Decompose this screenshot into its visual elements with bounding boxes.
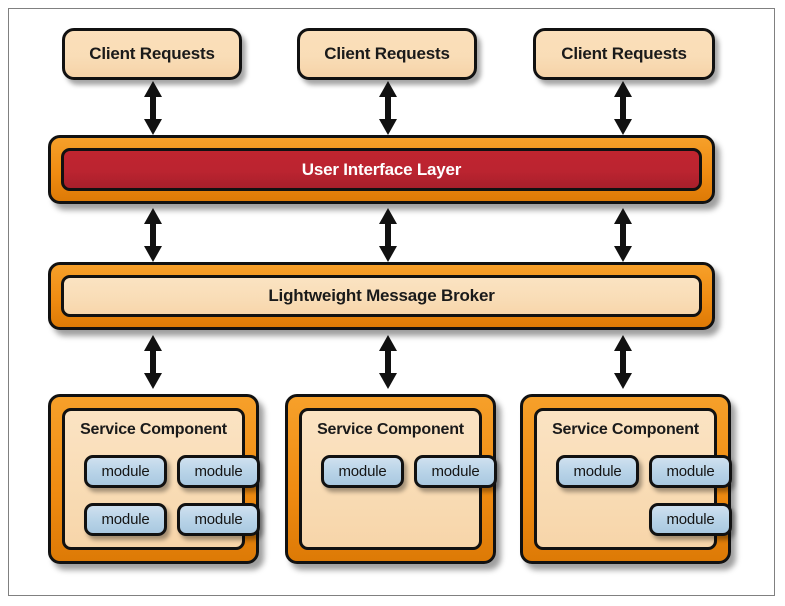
module-box-1-1[interactable]: module [84,455,167,488]
module-label-2-1: module [338,463,387,480]
module-box-3-2[interactable]: module [649,455,732,488]
module-box-2-1[interactable]: module [321,455,404,488]
connector-client-1-to-ui [144,81,162,135]
module-label-1-3: module [101,511,150,528]
connector-client-3-to-ui [614,81,632,135]
client-requests-box-1[interactable]: Client Requests [62,28,242,80]
connector-broker-to-service-1 [144,335,162,389]
service-component-shell-3[interactable]: Service Component module module module [520,394,732,564]
connector-ui-to-broker-3 [614,208,632,262]
connector-ui-to-broker-2 [379,208,397,262]
user-interface-layer-label: User Interface Layer [301,159,462,179]
connector-broker-to-service-3 [614,335,632,389]
module-box-2-2[interactable]: module [414,455,497,488]
connector-broker-to-service-2 [379,335,397,389]
service-component-title-2: Service Component [317,421,464,438]
module-box-1-3[interactable]: module [84,503,167,536]
module-box-3-3[interactable]: module [649,503,732,536]
module-label-1-1: module [101,463,150,480]
connector-ui-to-broker-1 [144,208,162,262]
service-component-inner-3[interactable]: Service Component module module module [534,408,732,550]
message-broker-shell[interactable]: Lightweight Message Broker [48,262,715,330]
module-box-1-4[interactable]: module [177,503,260,536]
service-component-inner-2[interactable]: Service Component module module [299,408,497,550]
service-component-inner-1[interactable]: Service Component module module module m… [62,408,260,550]
service-component-title-1: Service Component [80,421,227,438]
message-broker-label: Lightweight Message Broker [268,286,495,305]
module-box-3-1[interactable]: module [556,455,639,488]
module-label-1-4: module [194,511,243,528]
client-requests-label-2: Client Requests [324,44,450,63]
user-interface-layer-bar[interactable]: User Interface Layer [61,148,702,191]
client-requests-label-1: Client Requests [89,44,215,63]
user-interface-layer-shell[interactable]: User Interface Layer [48,135,715,204]
module-label-1-2: module [194,463,243,480]
client-requests-box-3[interactable]: Client Requests [533,28,715,80]
service-component-title-3: Service Component [552,421,699,438]
module-label-3-2: module [666,463,715,480]
client-requests-label-3: Client Requests [561,44,687,63]
message-broker-bar[interactable]: Lightweight Message Broker [61,275,702,317]
module-box-1-2[interactable]: module [177,455,260,488]
client-requests-box-2[interactable]: Client Requests [297,28,477,80]
connector-client-2-to-ui [379,81,397,135]
service-component-shell-2[interactable]: Service Component module module [285,394,497,564]
module-label-3-1: module [573,463,622,480]
module-label-2-2: module [431,463,480,480]
service-component-shell-1[interactable]: Service Component module module module m… [48,394,260,564]
module-label-3-3: module [666,511,715,528]
